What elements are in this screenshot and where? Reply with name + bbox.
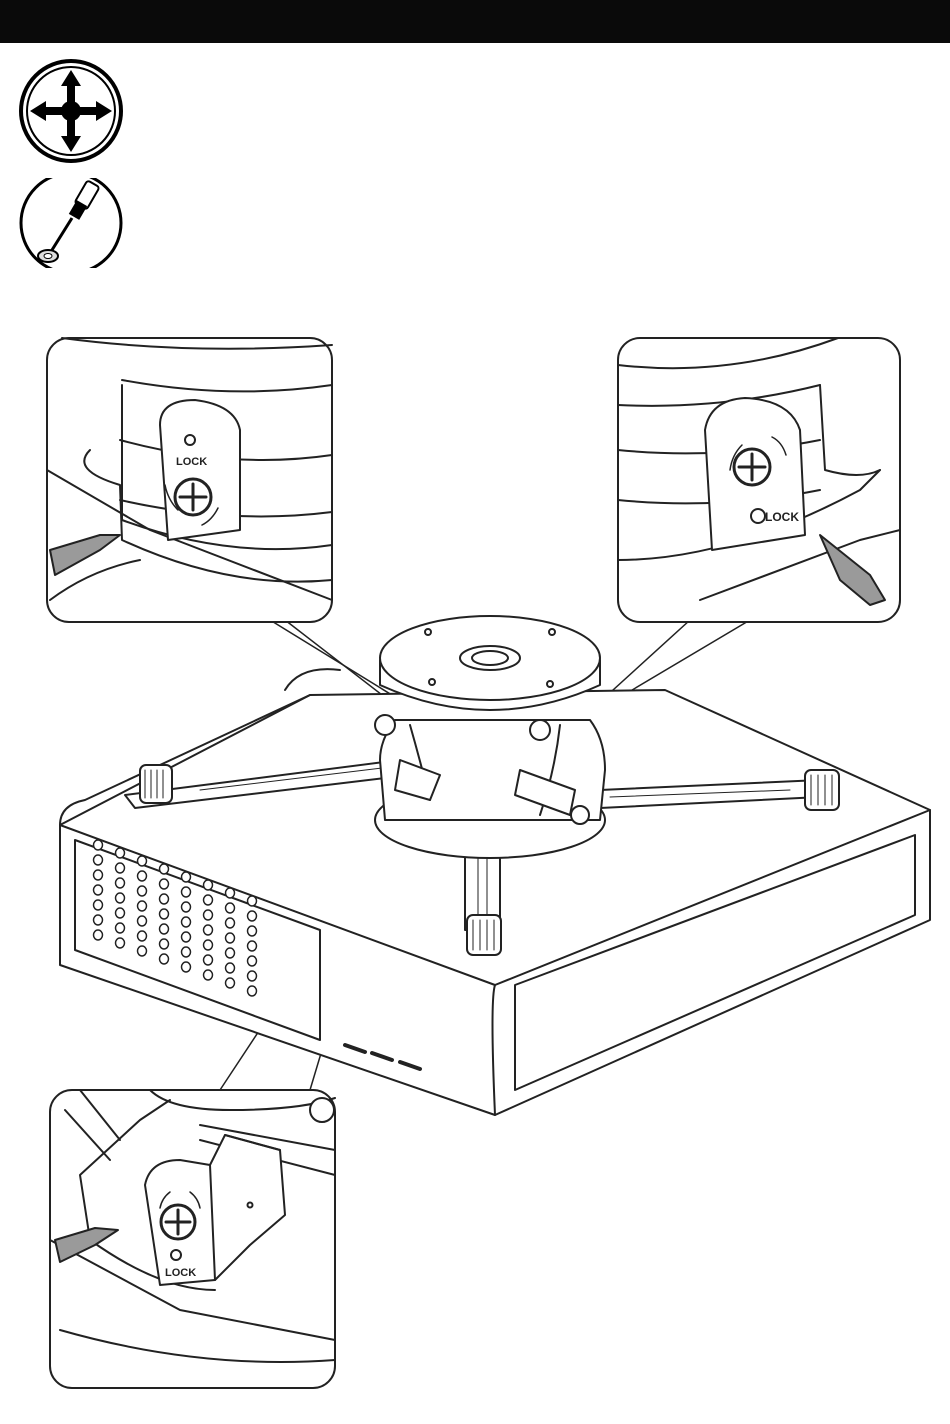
vent-hole [226, 918, 235, 928]
vent-hole [204, 955, 213, 965]
vent-hole [116, 893, 125, 903]
screwdriver-icon [18, 178, 124, 268]
vent-hole [204, 925, 213, 935]
vent-hole [160, 864, 169, 874]
vent-hole [248, 896, 257, 906]
vent-hole [182, 947, 191, 957]
vent-hole [138, 916, 147, 926]
projector-mount-illustration: LOCK LOCK [0, 300, 950, 1424]
vent-hole [182, 932, 191, 942]
vent-hole [116, 938, 125, 948]
vent-hole [160, 909, 169, 919]
vent-hole [248, 941, 257, 951]
vent-hole [182, 902, 191, 912]
vent-hole [138, 931, 147, 941]
vent-hole [94, 840, 103, 850]
vent-hole [116, 908, 125, 918]
vent-hole [94, 855, 103, 865]
vent-hole [226, 978, 235, 988]
vent-hole [138, 901, 147, 911]
vent-hole [226, 933, 235, 943]
move-arrows-icon [18, 58, 124, 164]
vent-hole [204, 940, 213, 950]
vent-hole [248, 971, 257, 981]
vent-hole [182, 962, 191, 972]
vent-hole [160, 879, 169, 889]
vent-hole [138, 856, 147, 866]
vent-hole [138, 871, 147, 881]
vent-hole [160, 954, 169, 964]
vent-hole [204, 895, 213, 905]
vent-hole [226, 948, 235, 958]
lock-label-bottom: LOCK [165, 1267, 196, 1279]
mount-hub [375, 616, 605, 858]
vent-hole [248, 911, 257, 921]
header-bar [0, 0, 950, 43]
vent-hole [182, 887, 191, 897]
vent-hole [248, 956, 257, 966]
vent-hole [116, 863, 125, 873]
vent-hole [94, 915, 103, 925]
vent-hole [226, 903, 235, 913]
vent-hole [116, 923, 125, 933]
vent-hole [204, 910, 213, 920]
lock-label-top-right: LOCK [765, 510, 799, 524]
vent-hole [160, 939, 169, 949]
lock-label-top-left: LOCK [176, 456, 207, 468]
vent-hole [94, 870, 103, 880]
vent-hole [94, 885, 103, 895]
vent-hole [226, 888, 235, 898]
vent-hole [204, 970, 213, 980]
vent-hole [248, 986, 257, 996]
detail-inset-top-right: LOCK [618, 338, 900, 622]
vent-hole [94, 900, 103, 910]
vent-hole [226, 963, 235, 973]
vent-hole [116, 878, 125, 888]
vent-hole [160, 894, 169, 904]
vent-hole [138, 886, 147, 896]
vent-hole [160, 924, 169, 934]
vent-hole [204, 880, 213, 890]
vent-hole [248, 926, 257, 936]
vent-hole [182, 872, 191, 882]
vent-hole [138, 946, 147, 956]
detail-inset-top-left: LOCK [47, 338, 332, 622]
vent-hole [116, 848, 125, 858]
vent-hole [182, 917, 191, 927]
vent-hole [94, 930, 103, 940]
detail-inset-bottom: LOCK [50, 1090, 335, 1388]
